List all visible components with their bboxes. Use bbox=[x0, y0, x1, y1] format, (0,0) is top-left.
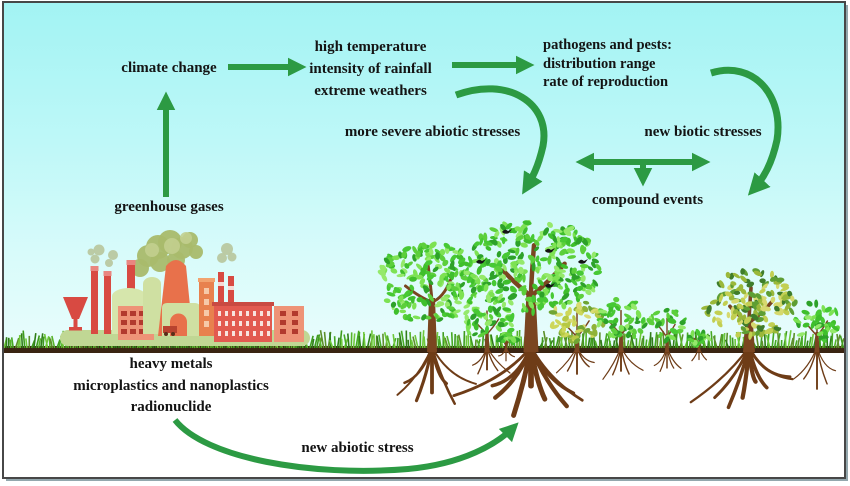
tree bbox=[646, 307, 687, 372]
label-climate-change: climate change bbox=[121, 60, 217, 76]
label-high-temperature: high temperature bbox=[314, 39, 427, 55]
label-distribution-range: distribution range bbox=[543, 55, 656, 72]
tree bbox=[463, 298, 515, 375]
label-radionuclide: radionuclide bbox=[130, 399, 212, 415]
bird-icon bbox=[578, 259, 588, 264]
label-pathogens-title: pathogens and pests: bbox=[543, 37, 672, 53]
label-microplastics: microplastics and nanoplastics bbox=[73, 377, 269, 394]
arrow-new-abiotic-curve bbox=[172, 418, 519, 474]
label-compound-events: compound events bbox=[591, 192, 704, 208]
label-rate-reproduction: rate of reproduction bbox=[543, 74, 669, 90]
tree bbox=[495, 327, 522, 362]
tree bbox=[452, 219, 603, 418]
tree bbox=[689, 268, 798, 410]
tree bbox=[377, 241, 481, 405]
label-pathogens-pests: pathogens and pests: distribution range … bbox=[543, 36, 723, 92]
label-greenhouse-gases: greenhouse gases bbox=[114, 199, 224, 215]
bird-icon bbox=[502, 229, 512, 234]
factory-group bbox=[60, 230, 310, 346]
label-heavy-metals: heavy metals bbox=[129, 356, 213, 372]
bird-icon bbox=[545, 283, 555, 288]
label-pollutants: heavy metals microplastics and nanoplast… bbox=[45, 354, 297, 419]
bird-icon bbox=[545, 248, 555, 253]
label-extreme-weathers: extreme weathers bbox=[314, 83, 427, 99]
label-intensity-rainfall: intensity of rainfall bbox=[309, 61, 432, 77]
bird-icon bbox=[476, 259, 486, 264]
tree bbox=[792, 299, 840, 390]
arrow-biotic-curve bbox=[709, 66, 782, 196]
label-biotic-stresses: new biotic stresses bbox=[644, 124, 762, 140]
label-climate-effects: high temperature intensity of rainfall e… bbox=[288, 36, 453, 102]
label-abiotic-stresses: more severe abiotic stresses bbox=[344, 124, 521, 140]
tree bbox=[686, 328, 712, 362]
soil-strip bbox=[3, 346, 846, 353]
arrow-abiotic-curve bbox=[454, 85, 548, 195]
tree bbox=[596, 296, 648, 380]
label-new-abiotic-stress: new abiotic stress bbox=[301, 440, 414, 456]
